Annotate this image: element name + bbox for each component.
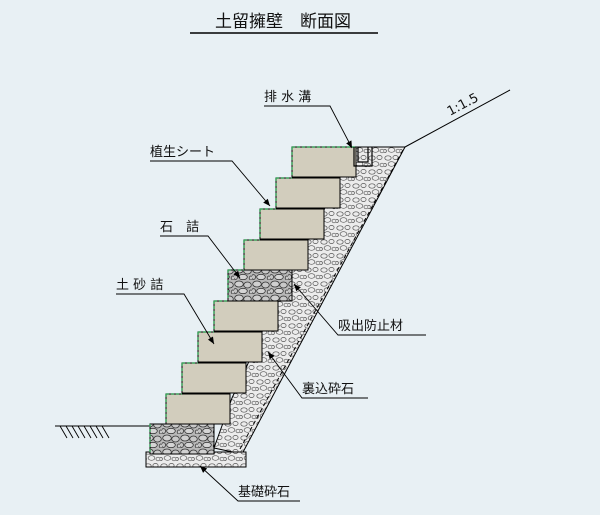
backfill-gravel-label: 裏込砕石 (302, 382, 354, 397)
block (243, 239, 309, 271)
block-stack (165, 146, 357, 425)
base-gravel-label: 基礎砕石 (238, 485, 290, 500)
vegetation-sheet-label: 植生シート (150, 145, 215, 160)
suction-prevention-leader (293, 283, 426, 336)
natural-slope-line (404, 89, 511, 148)
block (181, 362, 247, 394)
base-gravel-leader (199, 465, 300, 502)
block (259, 208, 325, 240)
ground-surface (55, 425, 150, 439)
vegetation-sheet-leader (150, 160, 271, 207)
block (291, 146, 357, 178)
block (213, 300, 279, 332)
backfill-gravel-leader (267, 351, 368, 399)
suction-prevention-line (239, 149, 404, 450)
diagram-title: 土留擁壁 断面図 (215, 12, 351, 32)
drain-leader (264, 105, 353, 149)
bottom-stone-block (149, 423, 215, 455)
soil-fill-leader (116, 293, 215, 345)
drain-ditch (353, 147, 373, 167)
block (197, 331, 263, 363)
vegetation-sheet-lines (165, 146, 356, 424)
drain-label: 排 水 溝 (264, 90, 311, 105)
stone-fill-label: 石 詰 (160, 219, 199, 235)
stone-fill-leader (160, 235, 241, 279)
suction-prevention-label: 吸出防止材 (338, 318, 403, 334)
block (275, 177, 341, 209)
soil-fill-label: 土 砂 詰 (116, 277, 163, 293)
block (165, 393, 231, 425)
